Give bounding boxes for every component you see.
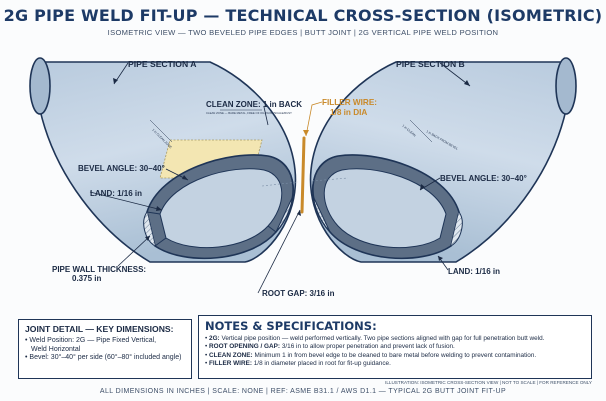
label-clean-zone-sub: CLEAN ZONE — BARE METAL, FREE OF OIL/PAI… (206, 111, 292, 115)
joint-detail-title: JOINT DETAIL — KEY DIMENSIONS: (25, 324, 174, 334)
notes-title: NOTES & SPECIFICATIONS: (205, 319, 377, 333)
joint-detail-item: • Bevel: 30°–40° per side (60°–80° inclu… (25, 354, 182, 362)
note-item: • CLEAN ZONE: Minimum 1 in from bevel ed… (205, 351, 537, 359)
label-land-right: LAND: 1/16 in (448, 267, 500, 276)
pipe-section-b (309, 57, 577, 263)
note-item: • ROOT OPENING / GAP: 3/16 in to allow p… (205, 343, 455, 351)
page-subtitle: ISOMETRIC VIEW — TWO BEVELED PIPE EDGES … (107, 28, 499, 37)
joint-detail-box: JOINT DETAIL — KEY DIMENSIONS: • Weld Po… (18, 319, 192, 379)
clean-zone-dimensions (149, 109, 433, 143)
label-bevel-angle-right: BEVEL ANGLE: 30–40° (440, 174, 527, 183)
note-text: Vertical pipe position — weld performed … (221, 335, 545, 342)
note-item: • 2G: Vertical pipe position — weld perf… (205, 335, 545, 342)
leader-arrowheads (113, 78, 470, 261)
label-pipe-b: PIPE SECTION B (396, 59, 465, 69)
filler-wire (261, 136, 349, 214)
note-text: Minimum 1 in from bevel edge to be clean… (254, 351, 537, 359)
pipe-section-a (29, 57, 297, 263)
leader-lines (89, 62, 471, 294)
note-item: • FILLER WIRE: 1/8 in diameter placed in… (205, 360, 391, 368)
label-bevel-angle-left: BEVEL ANGLE: 30–40° (78, 164, 165, 173)
label-land-left: LAND: 1/16 in (90, 189, 142, 198)
illustration-note: ILLUSTRATION: ISOMETRIC CROSS-SECTION VI… (385, 380, 592, 385)
note-key: ROOT OPENING / GAP: (209, 343, 281, 351)
label-wall-thickness: PIPE WALL THICKNESS: (52, 265, 146, 274)
note-key: CLEAN ZONE: (209, 351, 253, 359)
notes-box: NOTES & SPECIFICATIONS: • 2G: Vertical p… (198, 315, 592, 379)
note-text: 3/16 in to allow proper penetration and … (281, 343, 455, 351)
page-title: 2G PIPE WELD FIT-UP — TECHNICAL CROSS-SE… (3, 6, 603, 25)
note-key: FILLER WIRE: (209, 360, 252, 368)
joint-detail-item: Weld Horizontal (31, 345, 81, 353)
note-key: 2G: (209, 335, 220, 342)
footer-text: ALL DIMENSIONS IN INCHES | SCALE: NONE |… (99, 388, 507, 395)
label-wall-thickness-value: 0.375 in (72, 274, 101, 283)
label-pipe-a: PIPE SECTION A (128, 59, 196, 69)
joint-detail-item: • Weld Position: 2G — Pipe Fixed Vertica… (25, 337, 157, 344)
note-text: 1/8 in diameter placed in root for fit-u… (253, 360, 391, 368)
label-filler-wire-2: 1/8 in DIA (330, 108, 367, 117)
label-filler-wire-1: FILLER WIRE: (322, 98, 377, 107)
label-clean-zone: CLEAN ZONE: 1 in BACK (206, 100, 302, 109)
label-root-gap: ROOT GAP: 3/16 in (262, 289, 335, 298)
